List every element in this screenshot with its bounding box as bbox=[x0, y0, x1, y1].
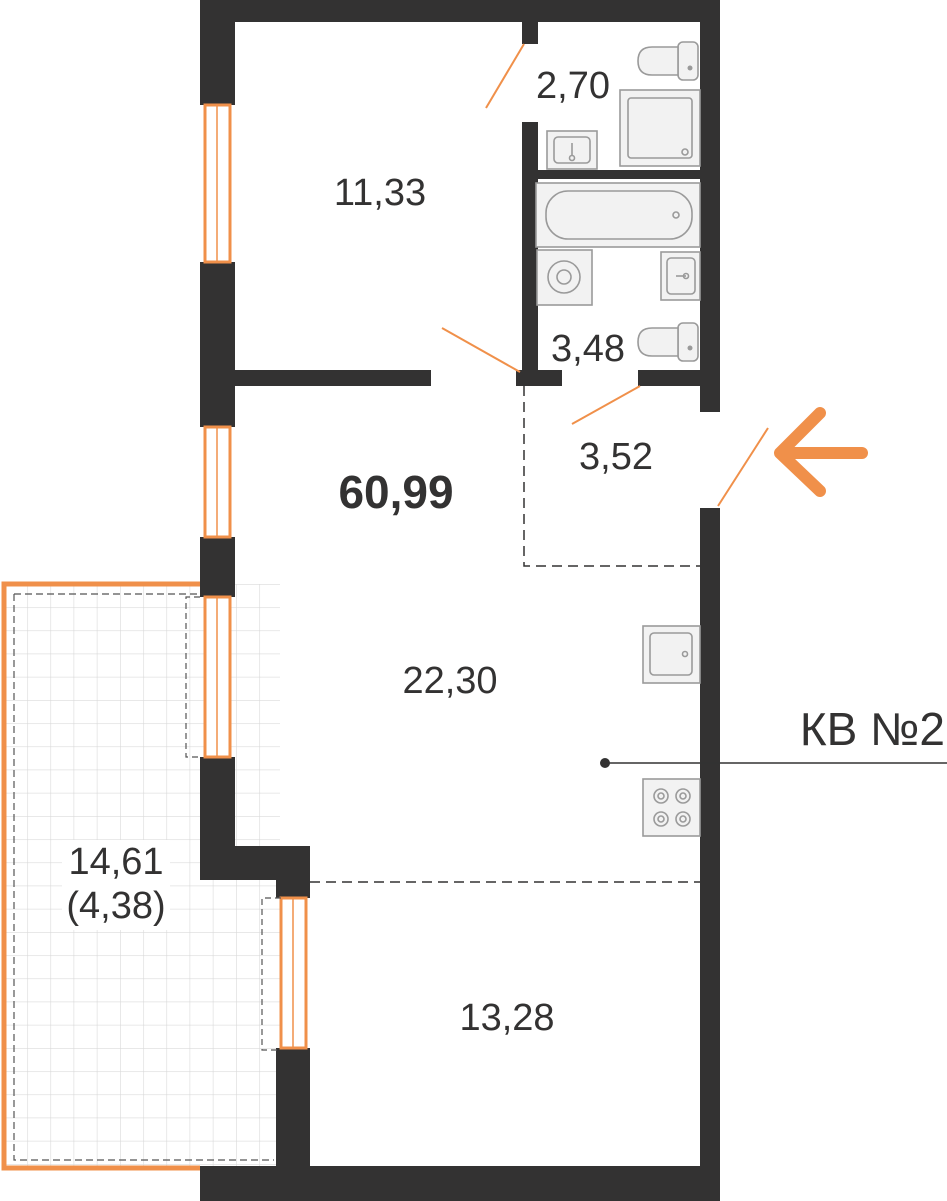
sink-icon bbox=[546, 130, 598, 170]
toilet-icon bbox=[637, 41, 699, 81]
washing-machine-icon bbox=[536, 249, 593, 306]
sink-icon bbox=[660, 251, 701, 301]
door-bedroom bbox=[441, 327, 521, 373]
apartment-pointer bbox=[600, 758, 947, 768]
stove-icon bbox=[642, 778, 701, 837]
fixtures bbox=[535, 41, 701, 837]
kitchen-sink-icon bbox=[642, 625, 701, 684]
room-area-loggia: 14,61 bbox=[68, 841, 163, 883]
room-area-bathroom: 3,48 bbox=[551, 328, 625, 370]
loggia-glazing-dashed bbox=[13, 593, 274, 1161]
toilet-icon bbox=[637, 322, 699, 362]
room-area-toilet: 2,70 bbox=[536, 65, 610, 107]
shower-icon bbox=[619, 89, 701, 167]
apartment-label: КВ №2 bbox=[800, 703, 945, 755]
bathtub-icon bbox=[535, 182, 701, 248]
room-area-bedroom: 11,33 bbox=[334, 172, 426, 214]
walls bbox=[200, 0, 720, 1201]
zone-boundaries bbox=[310, 386, 700, 883]
door-toilet bbox=[485, 43, 525, 109]
room-area-kitchen-living: 22,30 bbox=[402, 660, 497, 702]
door-swings bbox=[441, 43, 769, 507]
total-area: 60,99 bbox=[338, 466, 453, 518]
loggia-outline bbox=[1, 581, 202, 1171]
room-area-loggia-reduced: (4,38) bbox=[66, 885, 165, 927]
room-area-hallway: 3,52 bbox=[579, 436, 653, 478]
windows bbox=[185, 103, 308, 1051]
door-entrance bbox=[717, 427, 769, 507]
room-area-room: 13,28 bbox=[459, 997, 554, 1039]
entrance-arrow-icon bbox=[774, 407, 868, 497]
door-bathroom bbox=[571, 385, 641, 425]
loggia-label-backdrop bbox=[62, 840, 170, 930]
